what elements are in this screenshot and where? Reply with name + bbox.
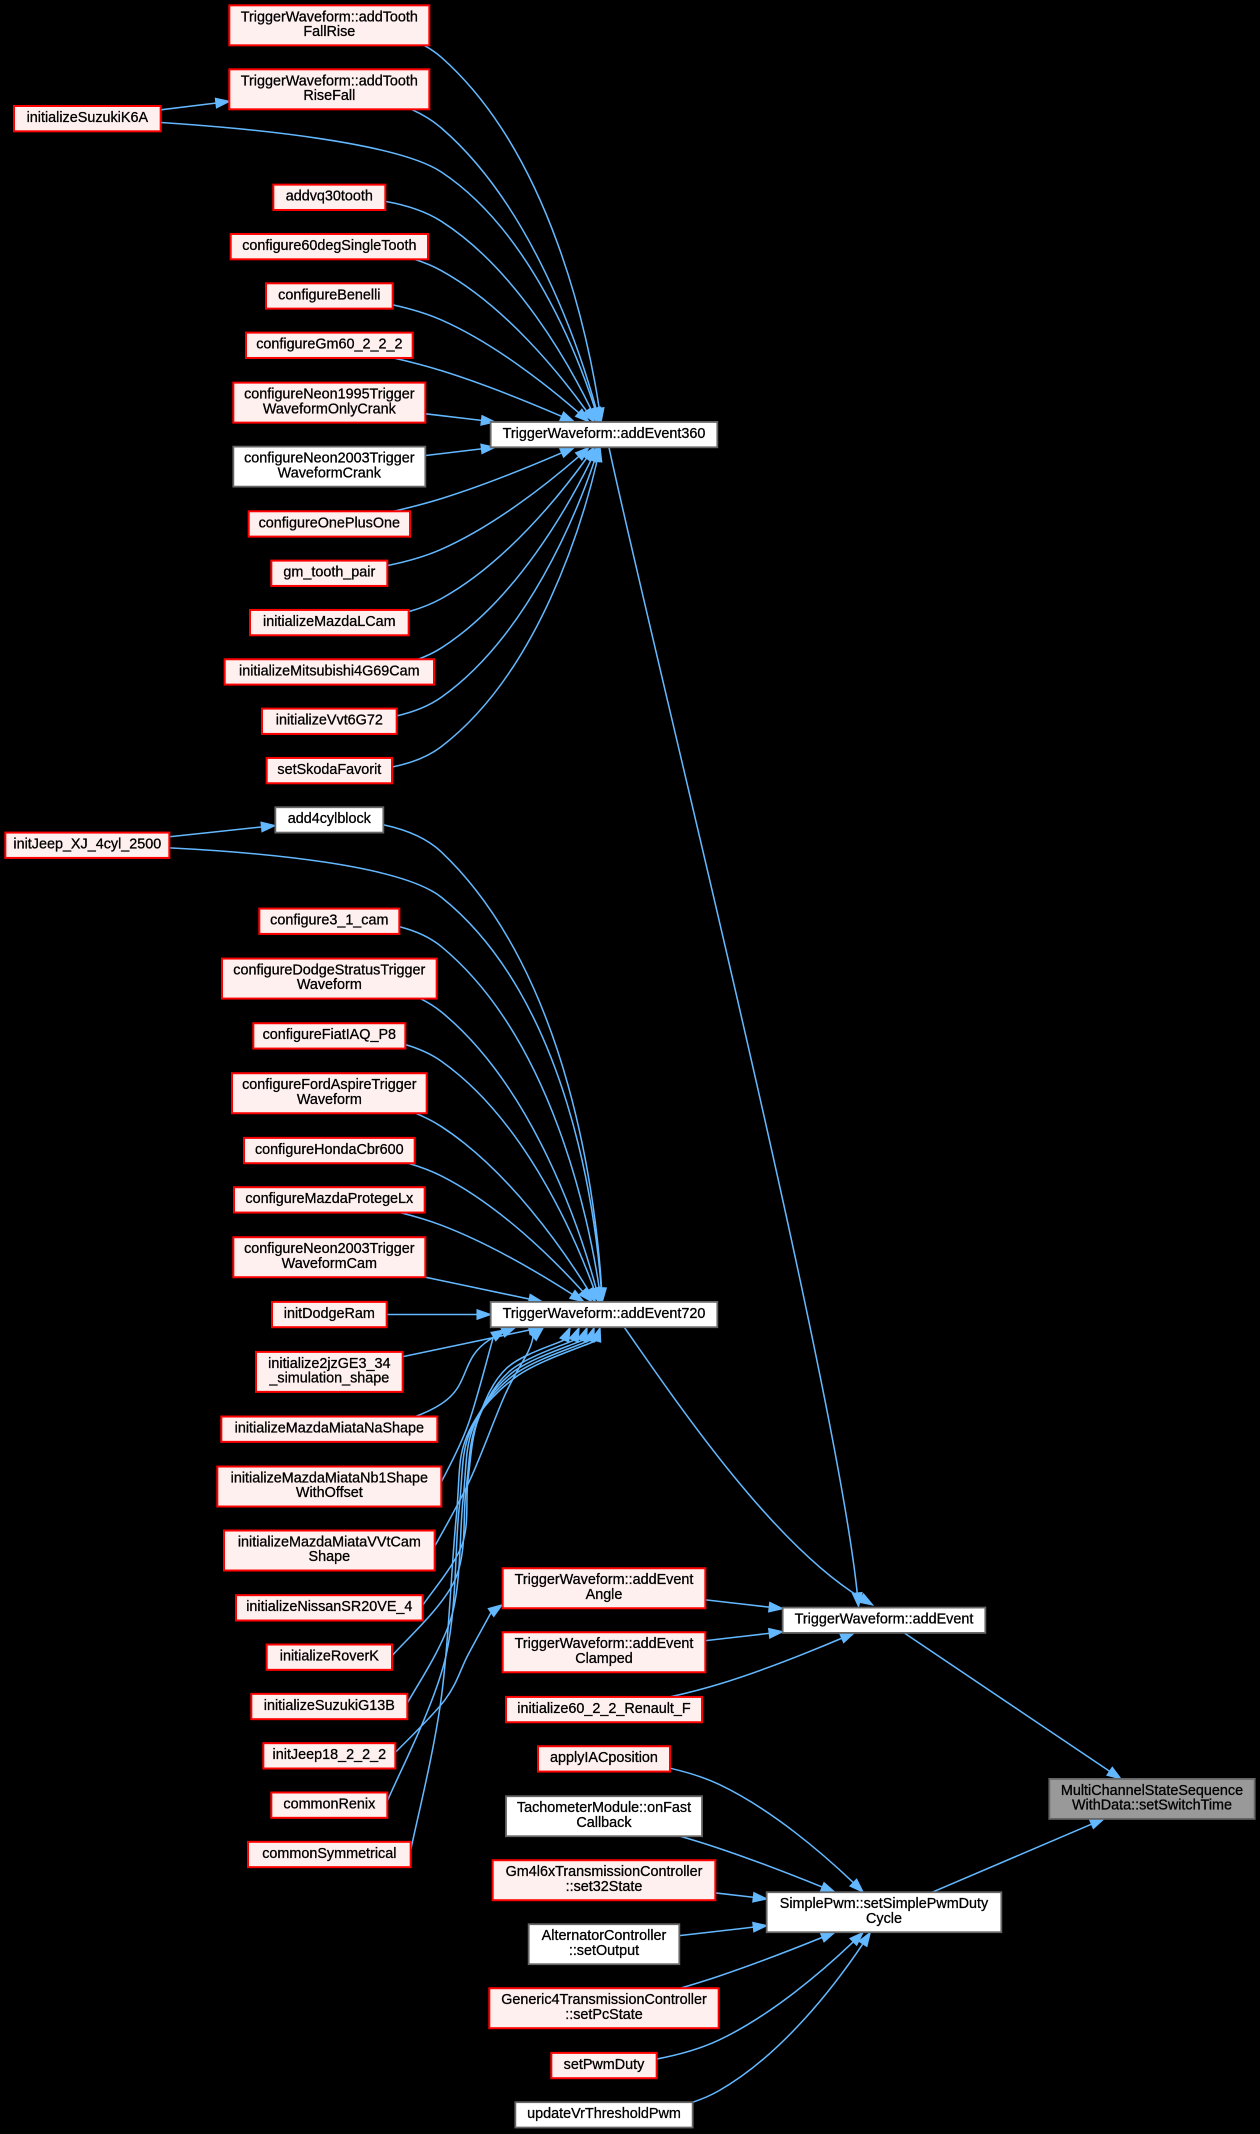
svg-text:initialize60_2_2_Renault_F: initialize60_2_2_Renault_F [517, 1701, 691, 1717]
svg-text:initJeep_XJ_4cyl_2500: initJeep_XJ_4cyl_2500 [13, 837, 161, 853]
svg-text:commonRenix: commonRenix [283, 1796, 376, 1812]
svg-text:applyIACposition: applyIACposition [550, 1750, 658, 1766]
svg-text:setPwmDuty: setPwmDuty [564, 2057, 645, 2073]
svg-text:Cycle: Cycle [866, 1911, 902, 1927]
svg-text:initializeRoverK: initializeRoverK [280, 1649, 379, 1665]
svg-text:TachometerModule::onFast: TachometerModule::onFast [517, 1800, 691, 1816]
svg-text:initialize2jzGE3_34: initialize2jzGE3_34 [268, 1356, 390, 1372]
svg-text:configureBenelli: configureBenelli [278, 287, 380, 303]
svg-text:initDodgeRam: initDodgeRam [284, 1306, 375, 1322]
svg-text:initializeMazdaMiataVVtCam: initializeMazdaMiataVVtCam [238, 1535, 421, 1551]
svg-text:Gm4l6xTransmissionController: Gm4l6xTransmissionController [506, 1864, 703, 1880]
svg-text:Waveform: Waveform [297, 977, 362, 993]
svg-text:initializeMazdaMiataNb1Shape: initializeMazdaMiataNb1Shape [231, 1471, 428, 1487]
svg-text:commonSymmetrical: commonSymmetrical [262, 1846, 396, 1862]
svg-text:Generic4TransmissionController: Generic4TransmissionController [501, 1992, 707, 2008]
svg-text:configureFiatIAQ_P8: configureFiatIAQ_P8 [263, 1027, 396, 1043]
svg-text:initJeep18_2_2_2: initJeep18_2_2_2 [273, 1747, 387, 1763]
svg-text:WaveformCrank: WaveformCrank [278, 465, 382, 481]
svg-text:setSkodaFavorit: setSkodaFavorit [277, 762, 381, 778]
svg-text:TriggerWaveform::addEvent: TriggerWaveform::addEvent [795, 1612, 974, 1628]
svg-text:TriggerWaveform::addTooth: TriggerWaveform::addTooth [241, 9, 418, 25]
svg-text:initializeMazdaLCam: initializeMazdaLCam [263, 614, 396, 630]
svg-text:gm_tooth_pair: gm_tooth_pair [283, 565, 375, 581]
svg-text:Waveform: Waveform [297, 1092, 362, 1108]
svg-text:RiseFall: RiseFall [303, 88, 355, 104]
svg-text:configureNeon1995Trigger: configureNeon1995Trigger [244, 387, 415, 403]
svg-text:::setPcState: ::setPcState [565, 2007, 643, 2023]
svg-text:add4cylblock: add4cylblock [288, 811, 372, 827]
svg-text:_simulation_shape: _simulation_shape [268, 1371, 389, 1387]
svg-text:TriggerWaveform::addTooth: TriggerWaveform::addTooth [241, 73, 418, 89]
svg-text:configureFordAspireTrigger: configureFordAspireTrigger [242, 1077, 417, 1093]
svg-text:configureNeon2003Trigger: configureNeon2003Trigger [244, 451, 415, 467]
svg-text:initializeVvt6G72: initializeVvt6G72 [276, 713, 383, 729]
svg-text:configureGm60_2_2_2: configureGm60_2_2_2 [256, 337, 402, 353]
svg-text:SimplePwm::setSimplePwmDuty: SimplePwm::setSimplePwmDuty [780, 1896, 989, 1912]
svg-text:TriggerWaveform::addEvent360: TriggerWaveform::addEvent360 [503, 426, 706, 442]
svg-text:Angle: Angle [586, 1587, 623, 1603]
svg-text:::setOutput: ::setOutput [569, 1943, 639, 1959]
svg-text:addvq30tooth: addvq30tooth [286, 189, 373, 205]
svg-text:configure60degSingleTooth: configure60degSingleTooth [242, 238, 416, 254]
svg-text:configureOnePlusOne: configureOnePlusOne [259, 515, 400, 531]
svg-text:WithData::setSwitchTime: WithData::setSwitchTime [1072, 1798, 1232, 1814]
svg-text:Clamped: Clamped [575, 1651, 633, 1667]
svg-text:WithOffset: WithOffset [296, 1485, 363, 1501]
svg-text:configureNeon2003Trigger: configureNeon2003Trigger [244, 1241, 415, 1257]
svg-text:::set32State: ::set32State [566, 1879, 643, 1895]
svg-text:TriggerWaveform::addEvent720: TriggerWaveform::addEvent720 [503, 1306, 706, 1322]
svg-text:WaveformCam: WaveformCam [282, 1256, 377, 1272]
svg-text:configureHondaCbr600: configureHondaCbr600 [255, 1142, 404, 1158]
svg-text:TriggerWaveform::addEvent: TriggerWaveform::addEvent [515, 1636, 694, 1652]
svg-text:TriggerWaveform::addEvent: TriggerWaveform::addEvent [515, 1572, 694, 1588]
svg-text:Shape: Shape [309, 1549, 351, 1565]
svg-text:WaveformOnlyCrank: WaveformOnlyCrank [263, 401, 397, 417]
svg-text:MultiChannelStateSequence: MultiChannelStateSequence [1061, 1783, 1243, 1799]
svg-text:Callback: Callback [576, 1815, 632, 1831]
svg-text:initializeMitsubishi4G69Cam: initializeMitsubishi4G69Cam [239, 663, 420, 679]
svg-text:AlternatorController: AlternatorController [542, 1928, 667, 1944]
svg-text:FallRise: FallRise [303, 24, 355, 40]
svg-text:updateVrThresholdPwm: updateVrThresholdPwm [527, 2106, 681, 2122]
svg-text:initializeNissanSR20VE_4: initializeNissanSR20VE_4 [246, 1599, 412, 1615]
svg-text:configureMazdaProtegeLx: configureMazdaProtegeLx [245, 1191, 414, 1207]
svg-text:initializeSuzukiG13B: initializeSuzukiG13B [264, 1698, 395, 1714]
svg-text:configureDodgeStratusTrigger: configureDodgeStratusTrigger [233, 963, 425, 979]
svg-text:initializeSuzukiK6A: initializeSuzukiK6A [27, 110, 149, 126]
svg-text:configure3_1_cam: configure3_1_cam [270, 913, 388, 929]
svg-text:initializeMazdaMiataNaShape: initializeMazdaMiataNaShape [235, 1421, 424, 1437]
